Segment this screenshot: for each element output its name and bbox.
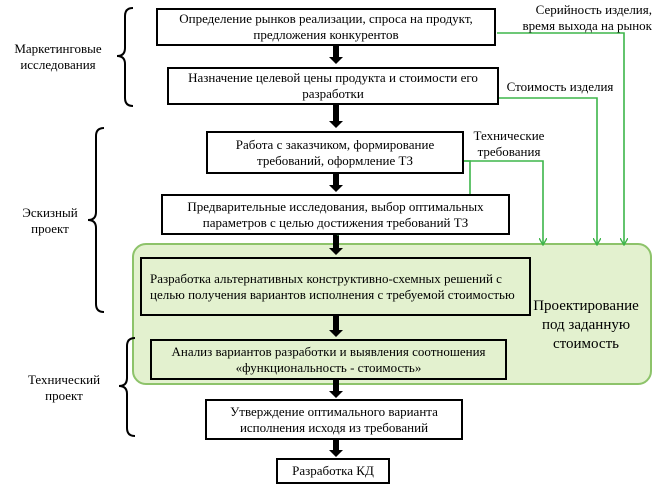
zone-label: Проектирование под заданную стоимость (533, 298, 639, 352)
bracket-technical (118, 337, 136, 437)
step-target-price: Назначение целевой цены продукта и стоим… (167, 67, 499, 105)
phase-label-marketing: Маркетинговые исследования (14, 41, 102, 72)
flow-arrow-2 (329, 105, 343, 128)
input-label-tech: Технические требования (473, 128, 545, 159)
step-alternative-solutions: Разработка альтернативных конструктивно-… (140, 257, 531, 316)
step-market-analysis: Определение рынков реализации, спроса на… (156, 8, 496, 46)
bracket-marketing (116, 7, 134, 107)
input-line-cost (497, 97, 597, 244)
step-variant-analysis: Анализ вариантов разработки и выявления … (150, 339, 507, 380)
step-approve-variant: Утверждение оптимального варианта исполн… (205, 399, 463, 440)
input-line-tech-a (463, 160, 543, 244)
step-preliminary-research: Предварительные исследования, выбор опти… (161, 194, 510, 235)
flow-arrow-7 (329, 440, 343, 457)
input-label-cost: Стоимость изделия (506, 79, 614, 94)
flow-arrow-1 (329, 45, 343, 64)
flow-arrows (329, 45, 343, 457)
flow-arrow-4 (329, 235, 343, 255)
phase-label-technical: Технический проект (27, 372, 101, 403)
flow-arrow-3 (329, 173, 343, 192)
input-line-series (497, 32, 624, 244)
flow-arrow-5 (329, 316, 343, 337)
phase-label-sketch: Эскизный проект (22, 205, 78, 236)
step-customer-requirements: Работа с заказчиком, формирование требов… (206, 131, 464, 174)
bracket-sketch (87, 127, 105, 313)
input-label-series: Серийность изделия, время выхода на рыно… (522, 2, 653, 33)
step-design-docs: Разработка КД (276, 458, 390, 484)
flow-arrow-6 (329, 379, 343, 398)
